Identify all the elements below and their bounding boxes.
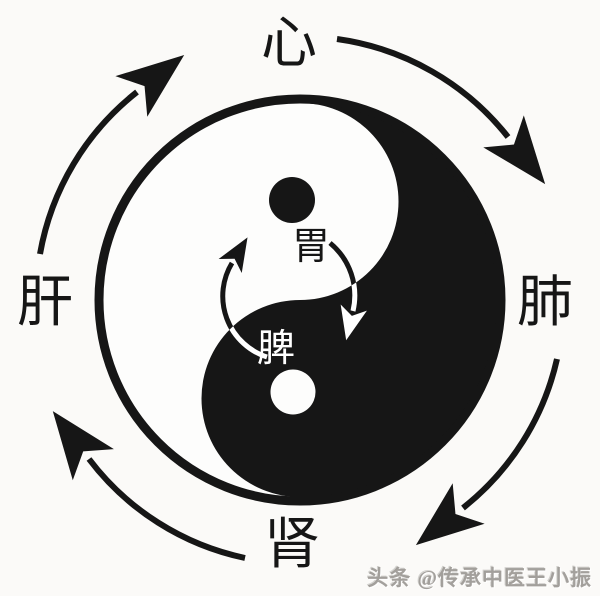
label-stomach: 胃 (292, 226, 330, 268)
label-liver: 肝 (17, 272, 73, 334)
arrow-lung-to-kidney-icon (415, 358, 560, 546)
taiji-white-dot (270, 369, 316, 415)
taiji-black-dot (269, 177, 315, 223)
label-spleen: 脾 (257, 328, 295, 370)
label-heart: 心 (261, 13, 317, 75)
arrow-heart-to-lung-icon (336, 36, 546, 185)
outer-cycle-arrows (37, 36, 560, 561)
arrow-liver-to-heart-icon (37, 54, 185, 255)
label-lung: 肺 (517, 272, 573, 334)
watermark: 头条 @传承中医王小振 (367, 566, 592, 590)
yin-yang-taiji-icon (94, 94, 506, 506)
arrow-kidney-to-liver-icon (52, 411, 246, 561)
label-kidney: 肾 (264, 514, 320, 576)
